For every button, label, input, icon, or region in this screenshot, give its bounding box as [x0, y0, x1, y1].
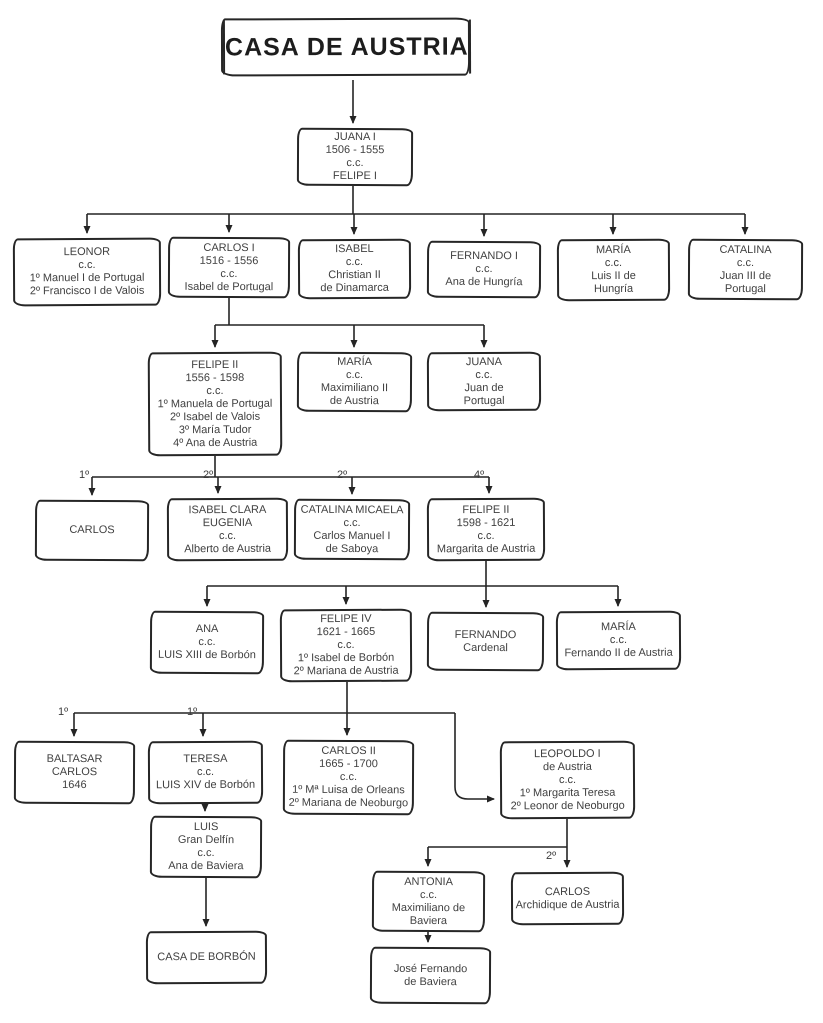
edge-label-1o-baltasar: 1º — [58, 706, 69, 718]
edge-label-4o-felipe: 4º — [474, 469, 485, 481]
diagram-title: CASA DE AUSTRIA — [224, 32, 469, 61]
edge-label-2o-isabel: 2º — [203, 469, 214, 481]
edge-label-2o-catalina: 2º — [337, 469, 348, 481]
node-casa-de-borbon: CASA DE BORBÓN — [145, 930, 268, 985]
title-box: CASA DE AUSTRIA — [220, 17, 471, 77]
edge-label-2o-carlos-arch: 2º — [546, 850, 557, 862]
edge-label-1o-carlos: 1º — [79, 469, 90, 481]
title-right-panel — [468, 19, 471, 74]
node-carlos-principe: CARLOS — [34, 499, 150, 562]
node-carlos-principe-text: CARLOS — [69, 523, 115, 537]
node-casa-de-borbon-text: CASA DE BORBÓN — [157, 950, 256, 964]
edge-label-1o-teresa: 1º — [187, 706, 198, 718]
